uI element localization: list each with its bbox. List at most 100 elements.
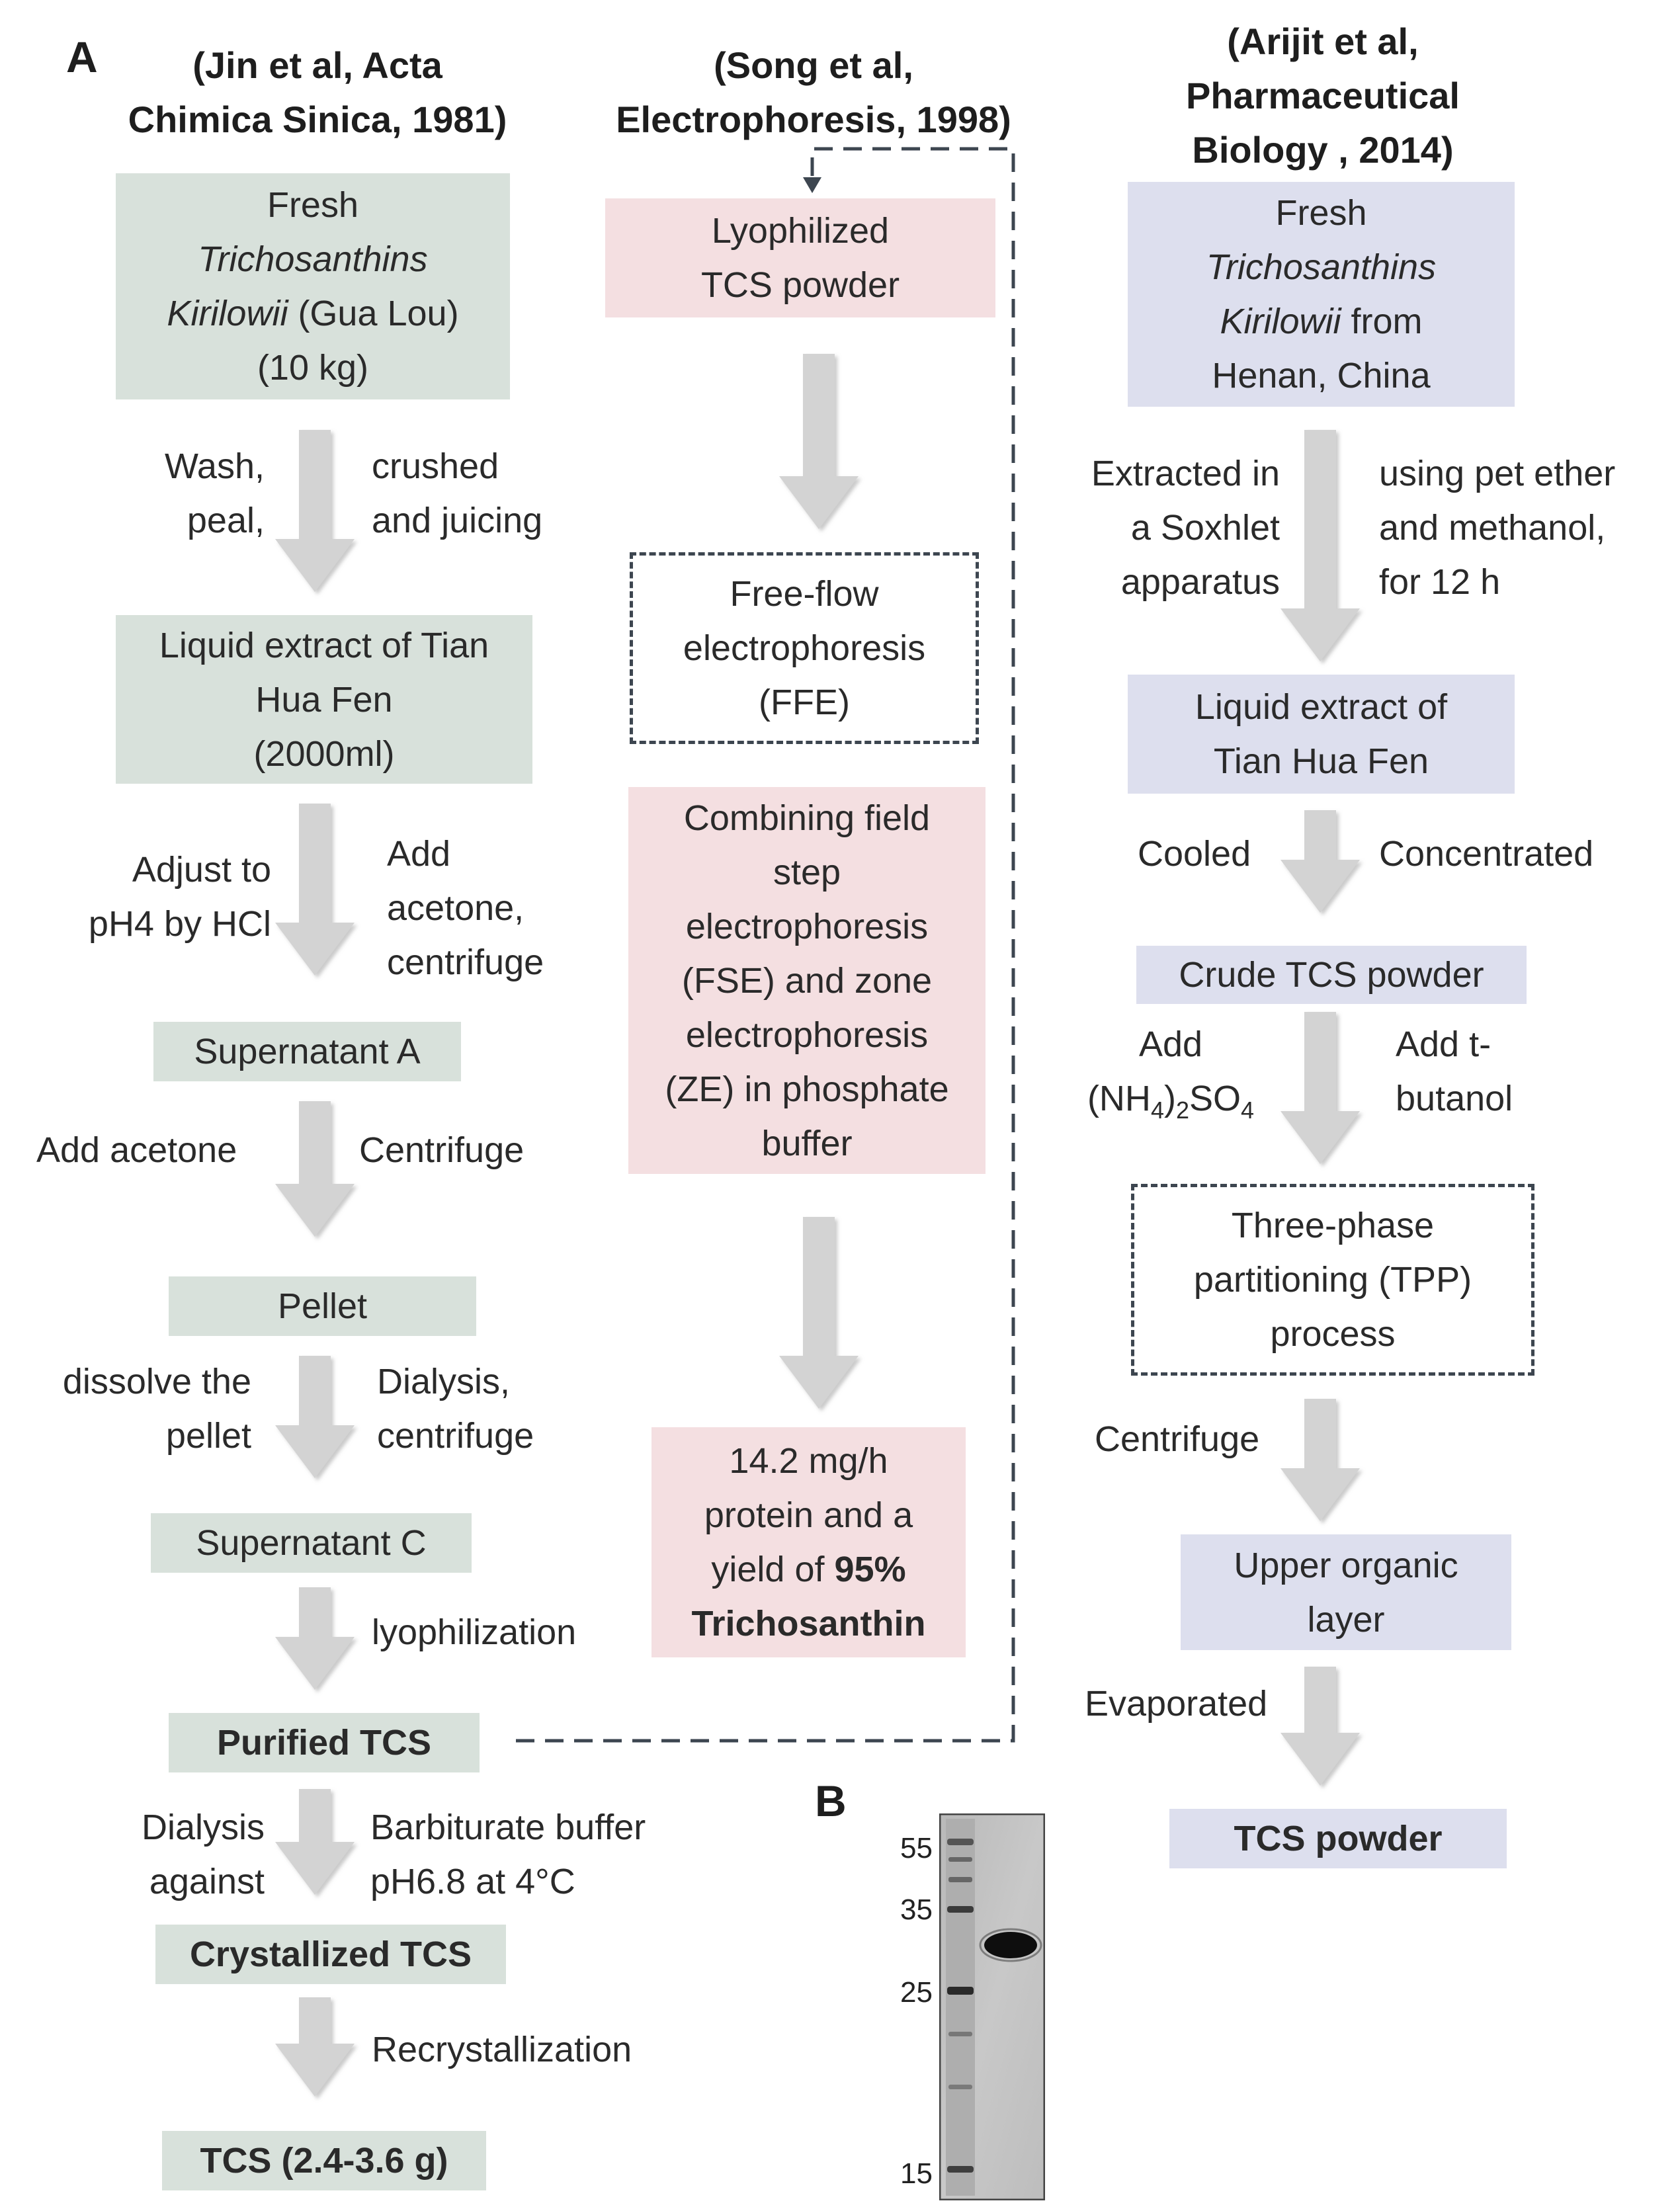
label-line: pH4 by HCl [88,904,271,944]
box-text: (10 kg) [257,348,369,388]
label-line: apparatus [1120,562,1280,602]
header-col2: (Song et al, Electrophoresis, 1998) [589,38,1038,147]
header-line: Chimica Sinica, 1981) [128,99,507,140]
label-line: and methanol, [1379,508,1606,548]
box-fresh-gualou: Fresh Trichosanthins Kirilowii (Gua Lou)… [116,173,510,399]
species-name: Kirilowii [1220,302,1341,341]
box-text: process [1270,1314,1396,1354]
step-label: Cooled [1138,834,1251,874]
step-label: Wash, peal, [73,439,265,548]
label-line: Add t- [1396,1024,1491,1064]
step-label: Dialysis against [66,1800,265,1909]
box-text: Lyophilized [711,211,890,251]
formula-ammonium-sulfate: (NH4)2SO4 [1071,1071,1270,1138]
arrow-down-icon [275,430,355,592]
box-text: Hua Fen [255,679,393,720]
box-text: from [1341,302,1423,341]
box-crude-tcs-powder: Crude TCS powder [1136,946,1527,1004]
sds-page-gel-image [939,1813,1045,2200]
product-name: Trichosanthin [691,1604,926,1643]
label-line: using pet ether [1379,454,1616,493]
header-line: (Song et al, [714,44,913,86]
box-text: Fresh [1275,193,1367,233]
box-text: protein and a [704,1495,913,1535]
step-label: Add t- butanol [1396,1017,1513,1126]
arrow-down-icon [275,1789,355,1895]
ladder-band [947,1987,974,1995]
species-name: Trichosanthins [198,239,428,279]
ladder-band [947,2166,974,2173]
box-combining-electrophoresis: Combining field step electrophoresis (FS… [628,787,986,1174]
arrow-down-icon [275,804,355,976]
arrow-down-icon [779,1217,859,1409]
step-label: Add (NH4)2SO4 [1071,1017,1270,1138]
box-text: (FFE) [759,683,850,722]
box-pellet: Pellet [169,1276,476,1336]
box-text: (Gua Lou) [288,294,459,333]
species-name: Trichosanthins [1206,247,1437,287]
species-name: Kirilowii [167,294,288,333]
formula-sub: 4 [1241,1096,1255,1124]
step-label: Centrifuge [359,1130,525,1170]
arrow-down-icon [1281,1399,1360,1521]
formula-part: ) [1163,1079,1176,1118]
box-text: Liquid extract of [1195,687,1448,727]
box-supernatant-a: Supernatant A [153,1022,461,1081]
label-line: and juicing [372,501,543,540]
ladder-band [947,1906,974,1913]
box-text: (2000ml) [253,733,395,774]
label-line: Add [387,834,451,874]
arrow-down-icon [1281,430,1360,661]
box-text: Tian Hua Fen [1213,741,1429,781]
label-line: Barbiturate buffer [370,1808,646,1847]
header-line: (Arijit et al, [1227,21,1419,62]
arrow-down-icon [779,354,859,529]
step-label: Dialysis, centrifuge [377,1354,534,1463]
box-final-tcs-powder: TCS powder [1169,1809,1507,1868]
box-text: (FSE) and zone [681,960,933,1001]
box-three-phase-partitioning: Three-phase partitioning (TPP) process [1131,1184,1534,1376]
step-label: Add acetone [36,1130,237,1170]
arrow-down-icon [275,1587,355,1690]
step-label: Concentrated [1379,834,1594,874]
box-text: Fresh [267,185,359,225]
arrow-down-icon [1281,810,1360,913]
label-line: for 12 h [1379,562,1501,602]
box-supernatant-c: Supernatant C [151,1513,472,1573]
gel-marker-label: 35 [900,1893,933,1926]
box-text: electrophoresis [683,628,926,668]
step-label: Recrystallization [372,2030,632,2069]
label-line: dissolve the [62,1362,251,1401]
formula-sub: 2 [1175,1096,1189,1124]
arrowhead-icon [803,177,821,193]
box-text: Three-phase [1231,1206,1435,1245]
arrow-down-icon [1281,1012,1360,1164]
box-purified-tcs: Purified TCS [169,1713,480,1772]
label-line: butanol [1396,1079,1513,1118]
label-line: pellet [165,1416,251,1456]
tcs-protein-band [984,1932,1037,1958]
box-liquid-extract: Liquid extract of Tian Hua Fen (2000ml) [116,615,532,784]
step-label: Evaporated [1085,1684,1268,1724]
step-label: crushed and juicing [372,439,542,548]
arrow-down-icon [275,1101,355,1237]
label-line: centrifuge [377,1416,534,1456]
ladder-band [948,2032,972,2036]
dashed-connector-line [516,147,1015,1743]
box-fresh-henan: Fresh Trichosanthins Kirilowii from Hena… [1128,182,1515,407]
box-text: Upper organic [1234,1545,1458,1585]
box-free-flow-electrophoresis: Free-flow electrophoresis (FFE) [630,552,979,744]
label-line: Wash, [164,446,265,486]
box-crystallized-tcs: Crystallized TCS [155,1925,506,1984]
label-line: Dialysis [141,1808,265,1847]
step-label: Extracted in a Soxhlet apparatus [1029,446,1280,609]
label-line: centrifuge [387,942,544,982]
ladder-band [947,1839,974,1845]
header-line: (Jin et al, Acta [192,44,442,86]
gel-marker-label: 15 [900,2157,933,2190]
panel-label-b: B [815,1776,847,1825]
box-text: Combining field [683,798,931,838]
header-col1: (Jin et al, Acta Chimica Sinica, 1981) [106,38,529,147]
formula-part: (NH [1087,1079,1151,1118]
